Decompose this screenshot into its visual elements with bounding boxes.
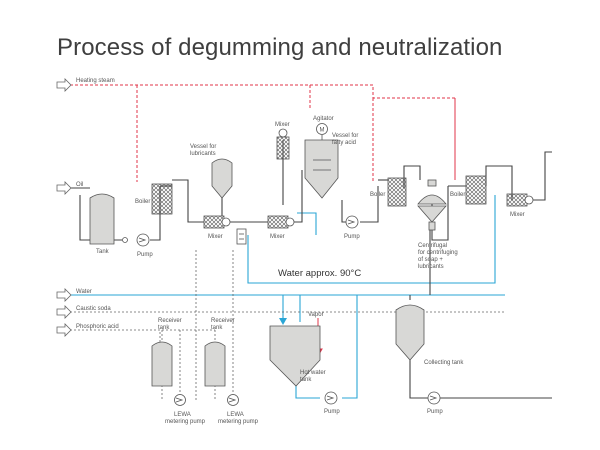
mixer-right [506, 193, 534, 207]
pump-3-icon [324, 391, 338, 405]
centrifugal-label-4: lubricants [418, 264, 444, 270]
collecting-tank [395, 304, 425, 361]
agitator-label: Agitator [313, 116, 334, 122]
water-inlet-icon [56, 288, 72, 302]
oil-inlet-icon [56, 181, 72, 195]
pump-1-label: Pump [137, 252, 153, 258]
vapor-label: Vapor [308, 312, 324, 318]
pump-2-icon [345, 215, 359, 229]
agitator-symbol: M [320, 128, 325, 134]
mixer-2-label: Mixer [270, 234, 285, 240]
lewa-1-label-1: LEWA [174, 412, 191, 418]
vessel-fatty-acid-label-2: fatty acid [332, 140, 356, 146]
mixer-top [276, 128, 290, 160]
pump-3-label: Pump [324, 409, 340, 415]
hot-water-tank-label-2: tank [300, 377, 312, 383]
pump-1-icon [122, 233, 150, 247]
tank-label: Tank [96, 249, 110, 255]
caustic-soda-label: Caustic soda [76, 306, 111, 312]
vessel-fatty-acid-label-1: Vessel for [332, 133, 358, 139]
pump-4-icon [427, 391, 441, 405]
mixer-1 [203, 215, 231, 229]
hot-water-tank [269, 325, 321, 387]
vessel-lubricants-label-2: lubricants [190, 151, 216, 157]
heating-steam-inlet-icon [56, 78, 72, 92]
vessel-lubricants-label-1: Vessel for [190, 144, 216, 150]
flow-meter-icon [236, 228, 247, 245]
hot-water-tank-label-1: Hot water [300, 370, 326, 376]
lewa-pump-2-icon [227, 394, 239, 406]
mixer-2 [267, 215, 295, 229]
boiler-2-label: Boiler [370, 192, 385, 198]
heating-steam-label: Heating steam [76, 78, 115, 84]
oil-label: Oil [76, 182, 83, 188]
receiver-tank-1-label-2: tank [158, 325, 170, 331]
water-arrows [279, 318, 287, 325]
receiver-tank-1-label-1: Receiver [158, 318, 182, 324]
receiver-tank-1 [151, 341, 173, 387]
water-lines [70, 195, 505, 399]
caustic-soda-inlet-icon [56, 305, 72, 319]
mixer-1-label: Mixer [208, 234, 223, 240]
lewa-pump-1-icon [174, 394, 186, 406]
lewa-2-label-1: LEWA [227, 412, 244, 418]
boiler-3 [465, 175, 487, 205]
centrifugal-label-2: for centrifuging [418, 250, 458, 256]
boiler-1 [151, 183, 173, 215]
lewa-1-label-2: metering pump [165, 419, 206, 425]
page-title: Process of degumming and neutralization [57, 34, 503, 61]
boiler-1-label: Boiler [135, 199, 150, 205]
boiler-2 [387, 177, 407, 207]
pump-2-label: Pump [344, 234, 360, 240]
vessel-lubricants [211, 158, 233, 199]
pump-4-label: Pump [427, 409, 443, 415]
inlet-arrows [56, 78, 72, 337]
steam-lines [70, 84, 456, 358]
phosphoric-acid-inlet-icon [56, 323, 72, 337]
mixer-right-label: Mixer [510, 212, 525, 218]
boiler-3-label: Boiler [450, 192, 465, 198]
phosphoric-acid-label: Phosphoric acid [76, 324, 119, 330]
water-temp-label: Water approx. 90°C [278, 268, 361, 279]
receiver-tank-2 [204, 341, 226, 387]
mixer-top-label: Mixer [275, 122, 290, 128]
receiver-tank-2-label-2: tank [211, 325, 223, 331]
oil-tank [89, 193, 115, 245]
vessel-fatty-acid [304, 123, 339, 199]
water-label: Water [76, 289, 92, 295]
centrifugal-label-1: Centrifugal [418, 243, 447, 249]
centrifugal-label-3: of soap + [418, 257, 443, 263]
receiver-tank-2-label-1: Receiver [211, 318, 235, 324]
lewa-2-label-2: metering pump [218, 419, 259, 425]
centrifugal [417, 179, 447, 231]
collecting-tank-label: Collecting tank [424, 360, 464, 366]
